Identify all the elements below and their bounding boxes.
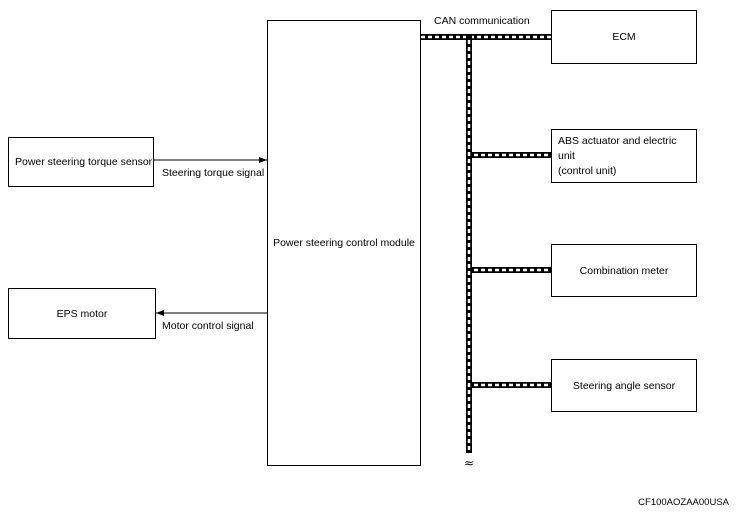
torque-sensor-box: Power steering torque sensor bbox=[8, 137, 154, 187]
combination-meter-label: Combination meter bbox=[579, 264, 669, 277]
ecm-label: ECM bbox=[612, 31, 636, 43]
steering-angle-sensor-label: Steering angle sensor bbox=[572, 379, 676, 392]
eps-motor-box: EPS motor bbox=[8, 288, 156, 339]
eps-motor-label: EPS motor bbox=[56, 307, 108, 320]
figure-code: CF100AOZAA00USA bbox=[638, 497, 729, 508]
can-communication-label: CAN communication bbox=[434, 15, 530, 27]
abs-unit-label-line2: (control unit) bbox=[558, 164, 617, 177]
abs-unit-box: ABS actuator and electric unit (control … bbox=[551, 129, 697, 183]
motor-control-signal-label: Motor control signal bbox=[162, 320, 254, 332]
torque-sensor-label: Power steering torque sensor bbox=[15, 155, 153, 168]
abs-unit-label-line1: ABS actuator and electric unit bbox=[558, 134, 677, 162]
steering-torque-signal-label: Steering torque signal bbox=[162, 167, 265, 179]
can-bus bbox=[421, 34, 551, 453]
steering-angle-sensor-box: Steering angle sensor bbox=[551, 359, 697, 412]
control-module-label: Power steering control module bbox=[273, 237, 415, 249]
abs-unit-label: ABS actuator and electric unit (control … bbox=[558, 134, 696, 179]
combination-meter-box: Combination meter bbox=[551, 244, 697, 297]
ecm-box: ECM bbox=[551, 10, 697, 64]
control-module-box: Power steering control module bbox=[267, 20, 421, 466]
bus-break-symbol: ≈ bbox=[464, 456, 474, 470]
